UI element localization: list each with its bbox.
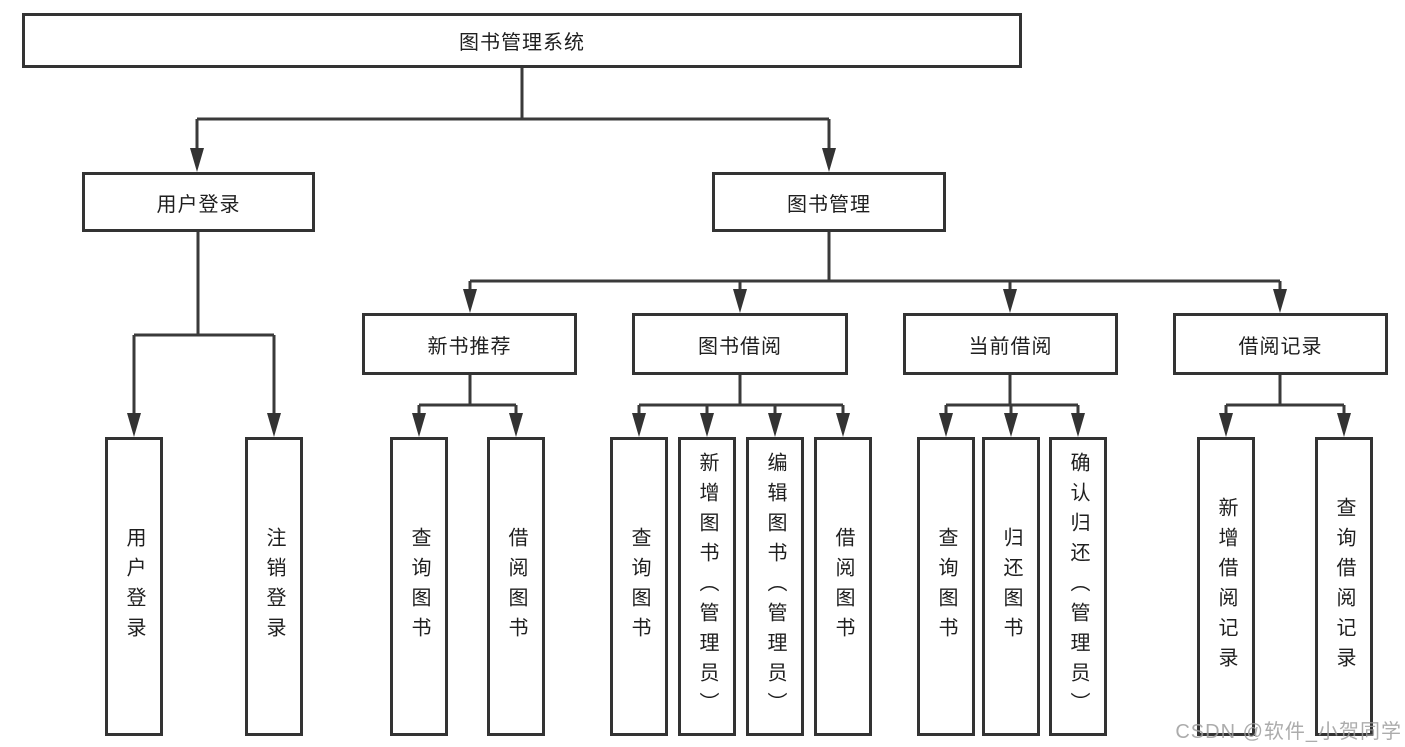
arrowheads bbox=[127, 148, 1351, 437]
leaf-query-books-borrow: 查询图书 bbox=[610, 437, 668, 736]
node-label: 查询借阅记录 bbox=[1333, 496, 1355, 677]
node-borrow-records: 借阅记录 bbox=[1173, 313, 1388, 375]
node-label: 借阅图书 bbox=[832, 526, 854, 647]
node-label: 编辑图书（管理员） bbox=[764, 451, 786, 722]
leaf-edit-books-admin: 编辑图书（管理员） bbox=[746, 437, 804, 736]
leaf-query-borrow-record: 查询借阅记录 bbox=[1315, 437, 1373, 736]
node-label: 图书借阅 bbox=[698, 335, 782, 358]
node-book-borrow: 图书借阅 bbox=[632, 313, 848, 375]
node-root-system: 图书管理系统 bbox=[22, 13, 1022, 68]
node-label: 查询图书 bbox=[408, 526, 430, 647]
leaf-query-books-current: 查询图书 bbox=[917, 437, 975, 736]
node-label: 新增借阅记录 bbox=[1215, 496, 1237, 677]
node-label: 图书管理系统 bbox=[459, 32, 585, 54]
leaf-return-books: 归还图书 bbox=[982, 437, 1040, 736]
leaf-query-books-recommend: 查询图书 bbox=[390, 437, 448, 736]
node-label: 确认归还（管理员） bbox=[1067, 451, 1089, 722]
node-label: 用户登录 bbox=[156, 193, 241, 216]
node-label: 归还图书 bbox=[1000, 526, 1022, 647]
leaf-add-books-admin: 新增图书（管理员） bbox=[678, 437, 736, 736]
node-label: 借阅记录 bbox=[1238, 335, 1323, 358]
node-label: 图书管理 bbox=[787, 193, 871, 216]
node-label: 查询图书 bbox=[628, 526, 650, 647]
leaf-add-borrow-record: 新增借阅记录 bbox=[1197, 437, 1255, 736]
leaf-borrow-books: 借阅图书 bbox=[814, 437, 872, 736]
node-current-borrow: 当前借阅 bbox=[903, 313, 1118, 375]
leaf-user-login: 用户登录 bbox=[105, 437, 163, 736]
node-label: 查询图书 bbox=[935, 526, 957, 647]
node-new-book-recommend: 新书推荐 bbox=[362, 313, 577, 375]
node-label: 用户登录 bbox=[123, 526, 145, 647]
node-label: 当前借阅 bbox=[968, 335, 1053, 358]
node-book-management-module: 图书管理 bbox=[712, 172, 946, 232]
leaf-borrow-books-recommend: 借阅图书 bbox=[487, 437, 545, 736]
node-label: 新书推荐 bbox=[427, 335, 512, 358]
node-label: 注销登录 bbox=[263, 526, 285, 647]
leaf-confirm-return-admin: 确认归还（管理员） bbox=[1049, 437, 1107, 736]
node-label: 借阅图书 bbox=[505, 526, 527, 647]
leaf-logout: 注销登录 bbox=[245, 437, 303, 736]
node-label: 新增图书（管理员） bbox=[696, 451, 718, 722]
node-user-login-module: 用户登录 bbox=[82, 172, 315, 232]
